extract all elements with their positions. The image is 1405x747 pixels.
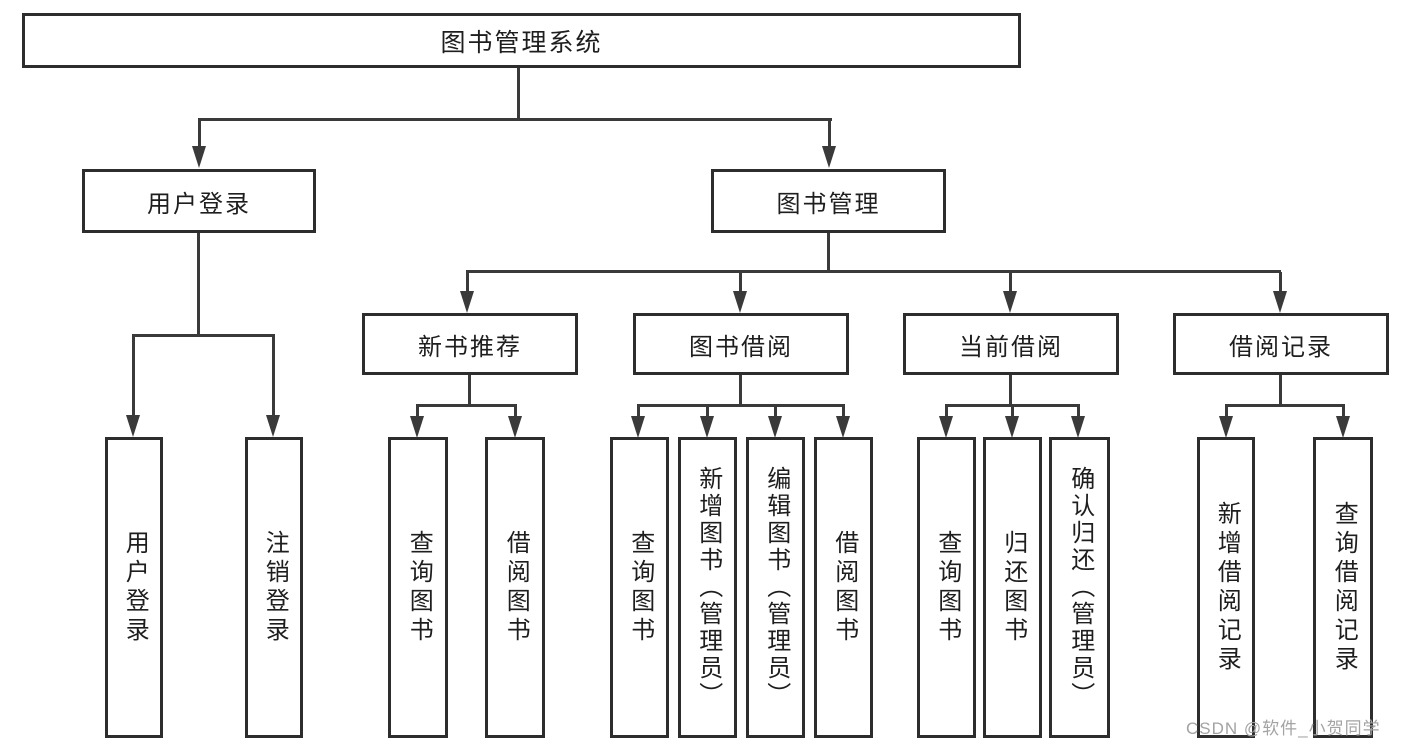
node-new-book-recommend-label: 新书推荐 (418, 333, 522, 361)
connector-leaf-stem (514, 406, 517, 418)
node-borrow-records-label: 借阅记录 (1229, 333, 1333, 361)
connector-newbook-hline (416, 404, 517, 407)
leaf-user-login: 用户登录 (105, 437, 163, 738)
connector-leaf-stem (1225, 406, 1228, 418)
leaf-borrow-books-label: 借阅图书 (830, 529, 858, 646)
leaf-query-borrow-record-label: 查询借阅记录 (1330, 500, 1358, 675)
csdn-watermark: CSDN @软件_小贺同学 (1186, 719, 1381, 738)
arrowhead-down-icon (733, 291, 747, 313)
node-current-borrow-label: 当前借阅 (959, 333, 1063, 361)
connector-leaf-stem (1077, 406, 1080, 418)
leaf-logout: 注销登录 (245, 437, 303, 738)
leaf-edit-books-admin: 编辑图书（管理员） (746, 437, 805, 738)
node-root-label: 图书管理系统 (440, 28, 603, 57)
connector-bookmgmt-hline (466, 270, 1281, 273)
leaf-borrow-books: 借阅图书 (814, 437, 873, 738)
arrowhead-down-icon (768, 416, 782, 438)
arrowhead-down-icon (836, 416, 850, 438)
node-user-login: 用户登录 (82, 169, 316, 233)
arrowhead-down-icon (1005, 416, 1019, 438)
connector-bookborrow-vline (739, 375, 742, 407)
connector-borrowrecords-vline (1279, 375, 1282, 407)
connector-root-hline (198, 118, 832, 121)
arrowhead-down-icon (126, 415, 140, 437)
arrowhead-down-icon (939, 416, 953, 438)
connector-leaf-stem (706, 406, 709, 418)
connector-root-right-stem (828, 120, 831, 150)
connector-level3-stem (1009, 272, 1012, 294)
arrowhead-down-icon (700, 416, 714, 438)
connector-bookmgmt-vline (827, 233, 830, 273)
arrowhead-down-icon (1071, 416, 1085, 438)
connector-leaf-stem (774, 406, 777, 418)
node-book-borrow: 图书借阅 (633, 313, 849, 375)
connector-leaf-stem (1011, 406, 1014, 418)
arrowhead-down-icon (822, 146, 836, 168)
connector-newbook-vline (468, 375, 471, 407)
leaf-add-borrow-record: 新增借阅记录 (1197, 437, 1255, 738)
leaf-confirm-return-admin: 确认归还（管理员） (1049, 437, 1110, 738)
leaf-query-books-label: 查询图书 (626, 529, 654, 646)
leaf-return-books-label: 归还图书 (999, 529, 1027, 646)
leaf-logout-label: 注销登录 (261, 529, 289, 646)
leaf-add-books-admin-label: 新增图书（管理员） (694, 466, 722, 709)
connector-level3-stem (739, 272, 742, 294)
arrowhead-down-icon (508, 416, 522, 438)
connector-userlogin-stem (272, 336, 275, 417)
connector-level3-stem (466, 272, 469, 294)
node-new-book-recommend: 新书推荐 (362, 313, 578, 375)
connector-leaf-stem (637, 406, 640, 418)
leaf-query-books: 查询图书 (388, 437, 448, 738)
connector-userlogin-stem (132, 336, 135, 417)
connector-userlogin-vline (197, 233, 200, 337)
arrowhead-down-icon (266, 415, 280, 437)
connector-borrowrecords-hline (1225, 404, 1345, 407)
leaf-query-books: 查询图书 (610, 437, 669, 738)
leaf-query-borrow-record: 查询借阅记录 (1313, 437, 1373, 738)
leaf-return-books: 归还图书 (983, 437, 1042, 738)
node-root: 图书管理系统 (22, 13, 1021, 68)
connector-leaf-stem (1342, 406, 1345, 418)
arrowhead-down-icon (460, 291, 474, 313)
arrowhead-down-icon (1336, 416, 1350, 438)
leaf-user-login-label: 用户登录 (121, 529, 149, 646)
arrowhead-down-icon (631, 416, 645, 438)
connector-currentborrow-vline (1009, 375, 1012, 407)
arrowhead-down-icon (1219, 416, 1233, 438)
leaf-add-books-admin: 新增图书（管理员） (678, 437, 737, 738)
leaf-borrow-books-label: 借阅图书 (502, 529, 530, 646)
arrowhead-down-icon (410, 416, 424, 438)
connector-root-left-stem (198, 120, 201, 150)
connector-leaf-stem (842, 406, 845, 418)
connector-level3-stem (1279, 272, 1282, 294)
leaf-edit-books-admin-label: 编辑图书（管理员） (762, 466, 790, 709)
arrowhead-down-icon (1003, 291, 1017, 313)
arrowhead-down-icon (1273, 291, 1287, 313)
connector-leaf-stem (945, 406, 948, 418)
node-book-management-label: 图书管理 (776, 190, 881, 218)
connector-leaf-stem (416, 406, 419, 418)
node-book-management: 图书管理 (711, 169, 946, 233)
leaf-add-borrow-record-label: 新增借阅记录 (1213, 500, 1241, 675)
node-borrow-records: 借阅记录 (1173, 313, 1389, 375)
leaf-confirm-return-admin-label: 确认归还（管理员） (1066, 466, 1094, 709)
leaf-query-books-label: 查询图书 (933, 529, 961, 646)
leaf-query-books-label: 查询图书 (405, 529, 433, 646)
node-book-borrow-label: 图书借阅 (689, 333, 793, 361)
connector-currentborrow-hline (945, 404, 1080, 407)
connector-root-vline (517, 68, 520, 119)
leaf-borrow-books: 借阅图书 (485, 437, 545, 738)
node-current-borrow: 当前借阅 (903, 313, 1119, 375)
arrowhead-down-icon (192, 146, 206, 168)
leaf-query-books: 查询图书 (917, 437, 976, 738)
node-user-login-label: 用户登录 (147, 190, 251, 218)
connector-userlogin-hline (132, 334, 275, 337)
connector-bookborrow-hline (637, 404, 845, 407)
